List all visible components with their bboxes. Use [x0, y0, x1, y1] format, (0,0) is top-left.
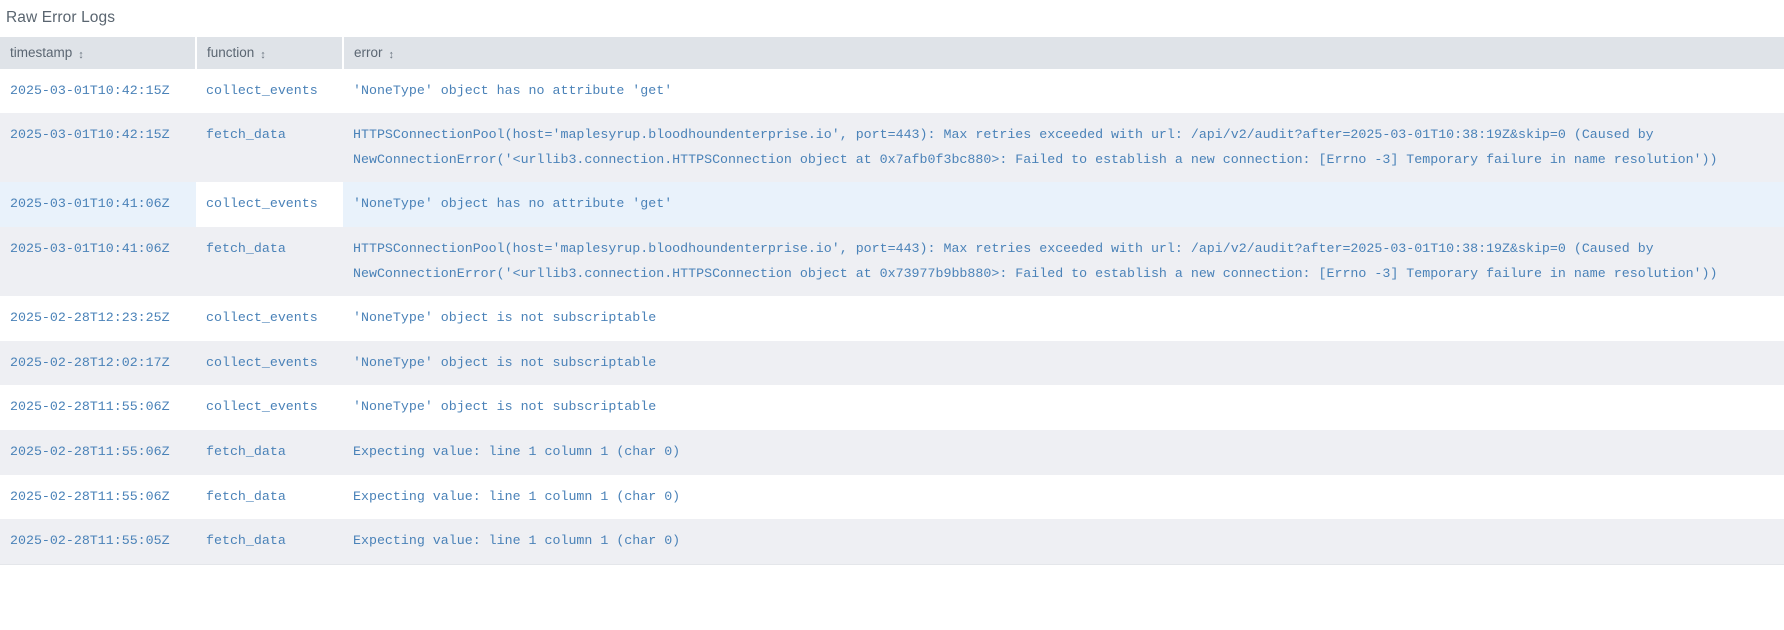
cell-function: fetch_data [196, 474, 343, 520]
sort-updown-icon[interactable]: ↕ [78, 48, 84, 61]
cell-timestamp: 2025-02-28T11:55:06Z [0, 429, 196, 475]
cell-timestamp: 2025-02-28T11:55:06Z [0, 474, 196, 520]
sort-updown-icon[interactable]: ↕ [260, 48, 266, 61]
cell-timestamp: 2025-03-01T10:42:15Z [0, 113, 196, 183]
cell-function: collect_events [196, 68, 343, 114]
cell-error: HTTPSConnectionPool(host='maplesyrup.blo… [343, 226, 1784, 297]
cell-error: 'NoneType' object is not subscriptable [343, 296, 1784, 341]
sort-updown-icon[interactable]: ↕ [388, 48, 395, 61]
cell-error: 'NoneType' object is not subscriptable [343, 340, 1784, 386]
cell-function: fetch_data [196, 113, 343, 183]
cell-timestamp: 2025-02-28T12:23:25Z [0, 296, 196, 341]
cell-function: fetch_data [196, 429, 343, 475]
table-bottom-divider [0, 563, 1784, 565]
cell-timestamp: 2025-03-01T10:41:06Z [0, 226, 196, 297]
cell-error: 'NoneType' object has no attribute 'get' [343, 68, 1784, 114]
cell-error: Expecting value: line 1 column 1 (char 0… [343, 429, 1784, 475]
cell-function: fetch_data [196, 519, 343, 564]
cell-function: fetch_data [196, 226, 343, 297]
cell-error: HTTPSConnectionPool(host='maplesyrup.blo… [343, 113, 1784, 183]
error-logs-table: timestamp ↕ function ↕ error ↕ 2025-03-01T1… [0, 36, 1784, 564]
column-header-function-label: function [207, 44, 255, 60]
column-header-error-label: error [354, 44, 383, 60]
page-title: Raw Error Logs [6, 9, 116, 26]
cell-timestamp: 2025-02-28T11:55:05Z [0, 519, 196, 564]
table-header-row: timestamp ↕ function ↕ error ↕ [0, 36, 1784, 69]
column-header-timestamp[interactable]: timestamp ↕ [0, 36, 197, 69]
cell-timestamp: 2025-02-28T11:55:06Z [0, 385, 196, 430]
cell-function: collect_events [196, 182, 343, 227]
cell-function: collect_events [196, 385, 343, 430]
raw-error-logs-panel: Raw Error Logs timestamp ↕ function ↕ erro… [0, 9, 1784, 565]
cell-function: collect_events [196, 340, 343, 386]
cell-function: collect_events [196, 296, 343, 341]
cell-timestamp: 2025-03-01T10:42:15Z [0, 68, 196, 114]
cell-timestamp: 2025-03-01T10:41:06Z [0, 182, 196, 227]
cell-error: Expecting value: line 1 column 1 (char 0… [343, 519, 1784, 564]
table-header: timestamp ↕ function ↕ error ↕ [0, 36, 1784, 69]
cell-error: 'NoneType' object is not subscriptable [343, 385, 1784, 430]
cell-error: 'NoneType' object has no attribute 'get' [343, 182, 1784, 227]
column-header-function[interactable]: function ↕ [196, 36, 344, 69]
column-header-error[interactable]: error ↕ [343, 36, 1784, 69]
cell-timestamp: 2025-02-28T12:02:17Z [0, 340, 196, 386]
cell-error: Expecting value: line 1 column 1 (char 0… [343, 474, 1784, 520]
column-header-timestamp-label: timestamp [10, 44, 73, 60]
